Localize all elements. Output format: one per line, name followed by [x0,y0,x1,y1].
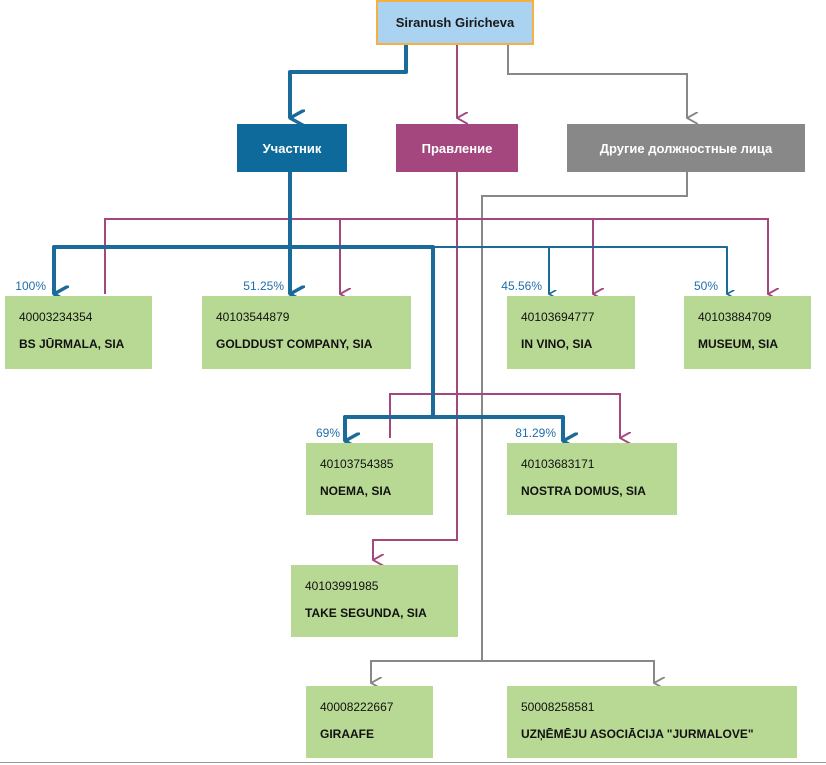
role-other-officials[interactable]: Другие должностные лица [567,124,805,172]
company-name: UZŅĒMĒJU ASOCIĀCIJA "JURMALOVE" [521,727,754,741]
company-node[interactable]: 50008258581 UZŅĒMĒJU ASOCIĀCIJA "JURMALO… [507,686,797,758]
company-code: 40103884709 [698,310,772,324]
person-name: Siranush Giricheva [395,15,515,30]
person-node[interactable]: Siranush Giricheva [376,0,534,45]
company-name: BS JŪRMALA, SIA [19,337,125,351]
share-label: 69% [315,426,340,440]
company-name: IN VINO, SIA [521,337,593,351]
company-name: GOLDDUST COMPANY, SIA [216,337,373,351]
share-label: 51.25% [243,279,284,293]
company-code: 40103754385 [320,457,394,471]
company-code: 40003234354 [19,310,93,324]
company-code: 40103694777 [521,310,595,324]
bottom-divider [0,762,826,763]
company-code: 50008258581 [521,700,595,714]
company-node[interactable]: 40103683171 NOSTRA DOMUS, SIA [507,443,677,515]
role-board[interactable]: Правление [396,124,518,172]
company-name: NOEMA, SIA [320,484,392,498]
company-code: 40103991985 [305,579,379,593]
company-name: MUSEUM, SIA [698,337,779,351]
company-name: TAKE SEGUNDA, SIA [305,606,427,620]
share-label: 100% [15,279,46,293]
company-node[interactable]: 40103694777 IN VINO, SIA [507,296,635,369]
company-node[interactable]: 40008222667 GIRAAFE [306,686,433,758]
share-label: 50% [693,279,718,293]
company-node[interactable]: 40103884709 MUSEUM, SIA [684,296,811,369]
company-node[interactable]: 40003234354 BS JŪRMALA, SIA [5,296,152,369]
company-code: 40103544879 [216,310,290,324]
share-label: 45.56% [501,279,542,293]
company-node[interactable]: 40103991985 TAKE SEGUNDA, SIA [291,565,458,637]
share-label: 81.29% [515,426,556,440]
role-participant[interactable]: Участник [237,124,347,172]
company-node[interactable]: 40103544879 GOLDDUST COMPANY, SIA [202,296,411,369]
role-board-label: Правление [421,140,493,156]
role-participant-label: Участник [262,140,322,156]
company-name: NOSTRA DOMUS, SIA [521,484,646,498]
role-other-officials-label: Другие должностные лица [599,140,773,156]
company-code: 40008222667 [320,700,394,714]
company-node[interactable]: 40103754385 NOEMA, SIA [306,443,433,515]
company-code: 40103683171 [521,457,595,471]
company-name: GIRAAFE [320,727,374,741]
